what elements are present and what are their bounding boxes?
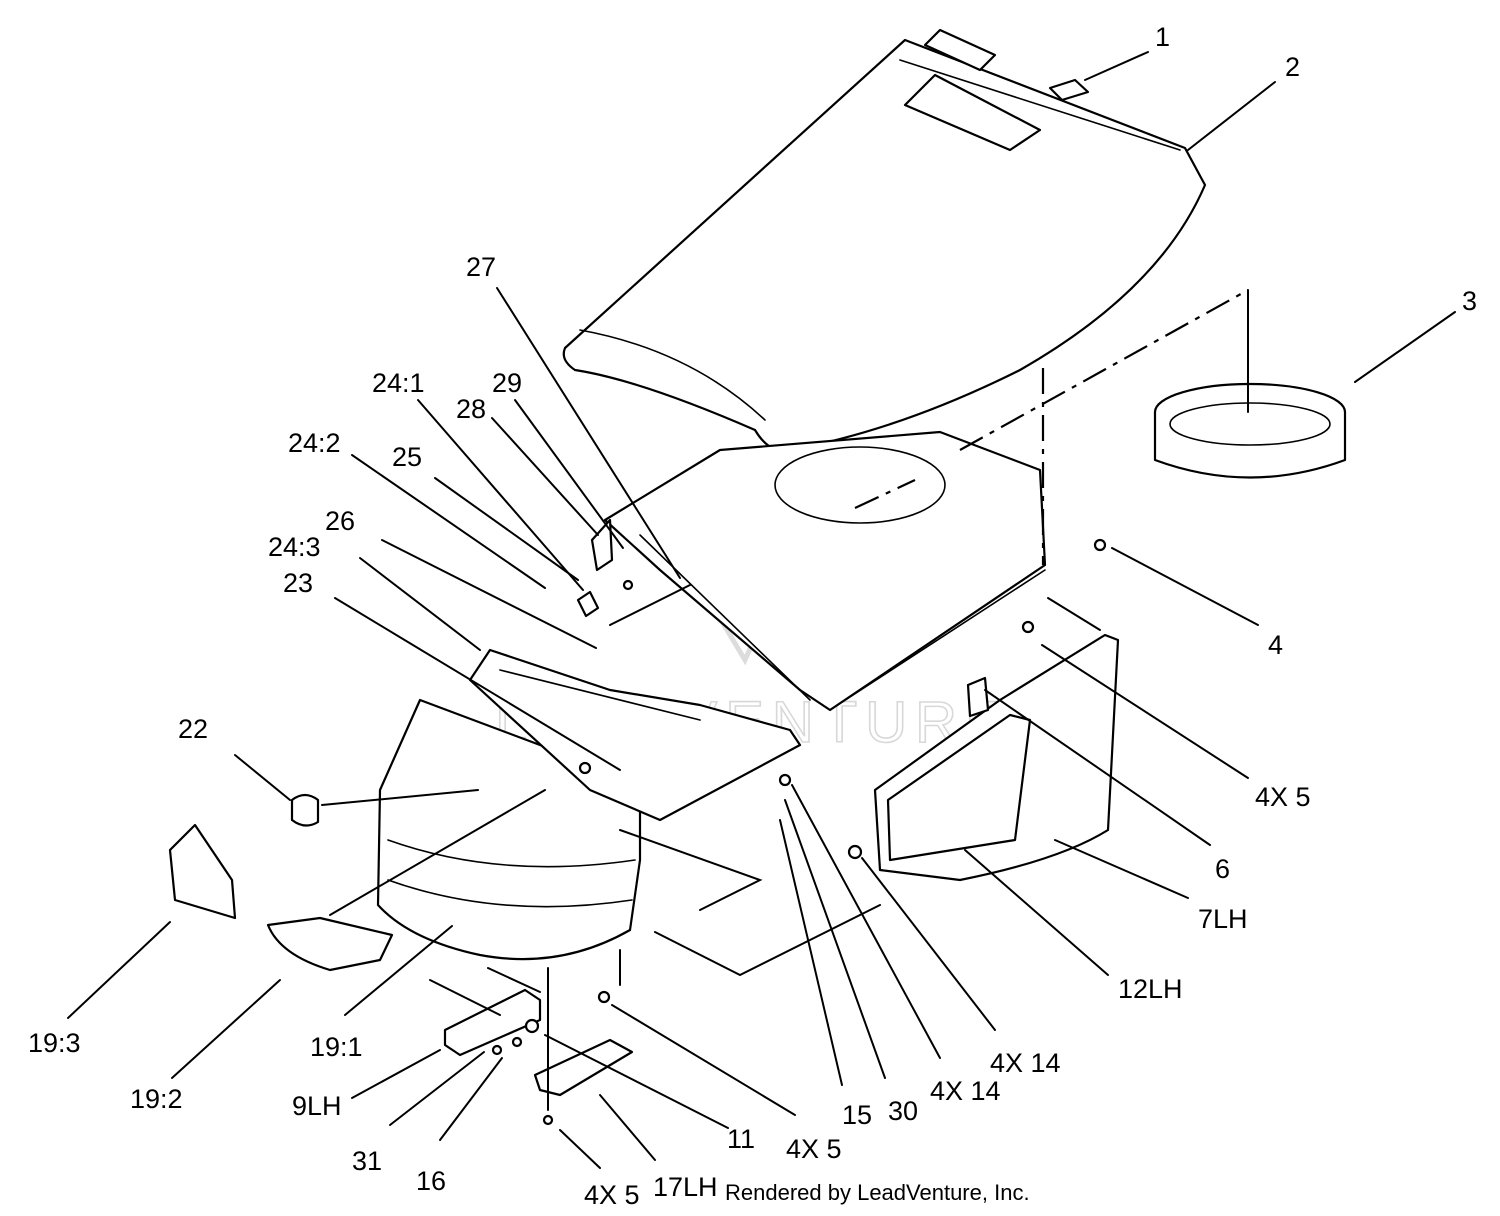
leader-lines (67, 51, 1456, 1169)
callout-4x5-center: 4X 5 (786, 1134, 842, 1164)
callout-29: 29 (492, 368, 522, 398)
callout-27: 27 (466, 252, 496, 282)
callout-16: 16 (416, 1166, 446, 1196)
callout-30: 30 (888, 1096, 918, 1126)
callout-26: 26 (325, 506, 355, 536)
callout-24-3: 24:3 (268, 532, 321, 562)
callout-11: 11 (727, 1124, 755, 1154)
callout-4x5-right: 4X 5 (1255, 782, 1311, 812)
ring-part-3 (1153, 382, 1347, 479)
seat-part-2 (562, 28, 1207, 452)
cover-part-19-2 (266, 916, 394, 972)
callout-9lh: 9LH (292, 1091, 342, 1121)
callout-23: 23 (283, 568, 313, 598)
callout-24-1: 24:1 (372, 368, 425, 398)
clip-part-1 (1048, 78, 1090, 102)
callout-17lh: 17LH (653, 1172, 718, 1202)
render-credit: Rendered by LeadVenture, Inc. (725, 1180, 1030, 1205)
plug-part-22 (290, 793, 320, 827)
callout-4x14-lower: 4X 14 (930, 1076, 1001, 1106)
dash-panel-part-23 (468, 648, 802, 822)
callout-1: 1 (1155, 22, 1170, 52)
bracket-part-9lh (443, 988, 542, 1057)
callout-3: 3 (1462, 286, 1477, 316)
callout-19-3: 19:3 (28, 1028, 81, 1058)
callout-25: 25 (392, 442, 422, 472)
callout-28: 28 (456, 394, 486, 424)
hood-pan (603, 430, 1047, 712)
callout-7lh: 7LH (1198, 904, 1248, 934)
bracket-part-17lh (533, 1038, 634, 1097)
callout-4: 4 (1268, 630, 1283, 660)
callout-4x5-bottom: 4X 5 (584, 1180, 640, 1210)
callout-4x14-upper: 4X 14 (990, 1048, 1061, 1078)
callout-24-2: 24:2 (288, 428, 341, 458)
side-panel-7lh (873, 633, 1120, 882)
callout-labels: 1 2 3 4 4X 5 6 7LH 12LH 4X 14 4X 14 30 1… (28, 22, 1477, 1210)
callout-12lh: 12LH (1118, 974, 1183, 1004)
callout-19-1: 19:1 (310, 1032, 363, 1062)
cover-part-19-3 (168, 823, 237, 920)
hardware (491, 518, 1107, 1126)
callout-6: 6 (1215, 854, 1230, 884)
callout-19-2: 19:2 (130, 1084, 183, 1114)
callout-22: 22 (178, 714, 208, 744)
callout-2: 2 (1285, 52, 1300, 82)
callout-15: 15 (842, 1100, 872, 1130)
assembly-lines (429, 289, 1249, 1111)
callout-31: 31 (352, 1146, 382, 1176)
